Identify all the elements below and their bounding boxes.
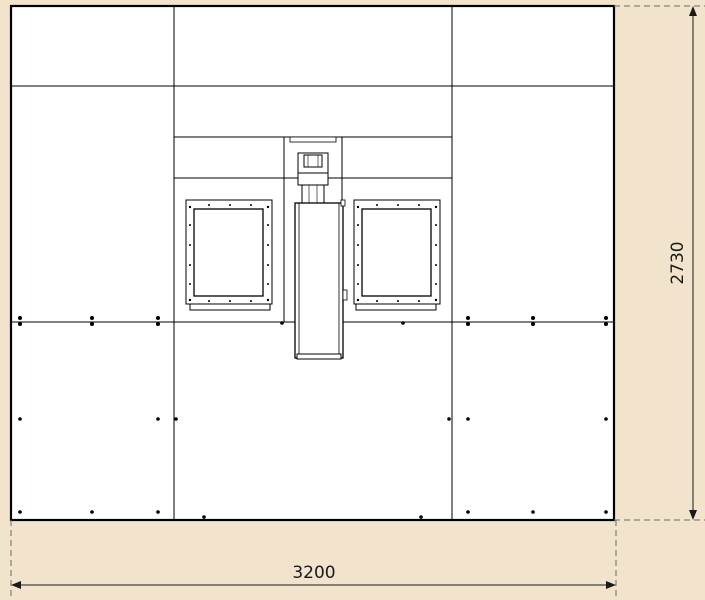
machine-front-view	[9, 4, 616, 522]
arrow-up-icon	[689, 6, 697, 16]
left-handle	[189, 303, 271, 311]
drive-housing	[294, 202, 344, 359]
drive-unit	[283, 136, 348, 360]
dimension-annotations	[10, 5, 705, 600]
left-panel-bolts	[188, 204, 270, 302]
left-access-panel	[185, 199, 273, 311]
coupling	[301, 184, 325, 204]
panel-fasteners	[18, 316, 608, 519]
guide-bracket	[289, 136, 337, 143]
arrow-down-icon	[689, 510, 697, 520]
width-dimension-label: 3200	[292, 563, 335, 583]
right-access-panel	[353, 199, 441, 311]
housing-side-tab	[342, 289, 348, 301]
arrow-right-icon	[606, 581, 616, 589]
right-panel-bolts	[356, 204, 438, 302]
right-handle	[355, 303, 437, 311]
left-window	[193, 208, 264, 297]
right-window	[361, 208, 432, 297]
height-dimension-label: 2730	[668, 241, 688, 284]
arrow-left-icon	[11, 581, 21, 589]
dimension-arrows	[11, 6, 697, 589]
housing-side-tab-top	[340, 199, 346, 207]
housing-base	[296, 353, 342, 360]
motor-head	[303, 154, 323, 168]
gearbox	[297, 172, 329, 186]
